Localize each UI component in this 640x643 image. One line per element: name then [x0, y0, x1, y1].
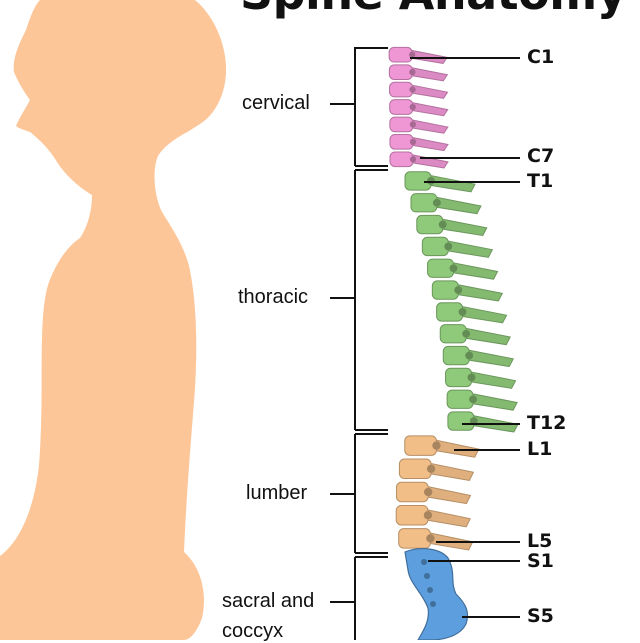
- region-label-thoracic: thoracic: [238, 286, 309, 308]
- vertebra: [389, 99, 449, 117]
- sacral-foramen: [430, 601, 436, 607]
- vertebra: [431, 280, 504, 302]
- vertebra: [389, 151, 449, 169]
- vertebra: [404, 435, 480, 458]
- vertebra: [427, 258, 499, 280]
- page-title: Spine Anatomy: [240, 0, 627, 20]
- vertebra: [395, 504, 471, 528]
- sacrum-shape: [404, 548, 469, 640]
- vertebra: [421, 236, 494, 258]
- vertebrae-cervical: [388, 46, 449, 169]
- sacral-foramen: [421, 559, 427, 565]
- vertebra: [447, 411, 519, 433]
- vertebra: [395, 481, 472, 505]
- region-brackets: [330, 47, 388, 640]
- vertebra: [389, 81, 449, 99]
- vertebra-leader-lines: [410, 57, 520, 618]
- region-label-sacral-line1: sacral and: [222, 590, 315, 612]
- vertebra: [388, 46, 448, 64]
- sacral-foramen: [427, 587, 433, 593]
- vertebra: [410, 193, 482, 215]
- vertebra: [389, 134, 449, 152]
- vertebra: [445, 367, 517, 389]
- region-label-lumber: lumber: [246, 482, 308, 504]
- vertebra-label-l1: L1: [527, 438, 553, 460]
- vertebrae-thoracic: [404, 171, 519, 433]
- sacrum-coccyx: [404, 548, 469, 640]
- vertebra: [446, 389, 518, 411]
- vertebra-label-s1: S1: [527, 550, 554, 572]
- vertebra: [389, 116, 449, 134]
- vertebra: [398, 458, 475, 481]
- vertebra: [388, 64, 449, 82]
- vertebra-label-c1: C1: [527, 46, 555, 68]
- vertebra-label-s5: S5: [527, 605, 554, 627]
- vertebra-label-t12: T12: [527, 412, 567, 434]
- vertebra: [442, 345, 515, 368]
- vertebrae-lumbar: [395, 435, 480, 551]
- region-label-cervical: cervical: [242, 92, 310, 114]
- spine: [388, 46, 519, 551]
- vertebra: [398, 528, 474, 551]
- vertebra-label-t1: T1: [527, 170, 554, 192]
- sacral-foramen: [424, 573, 430, 579]
- human-silhouette: [0, 0, 227, 640]
- vertebra: [436, 302, 508, 324]
- vertebra: [416, 214, 488, 237]
- region-label-sacral-line2: coccyx: [222, 620, 284, 642]
- vertebra-label-c7: C7: [527, 145, 555, 167]
- vertebra: [439, 324, 512, 346]
- vertebra-label-l5: L5: [527, 530, 553, 552]
